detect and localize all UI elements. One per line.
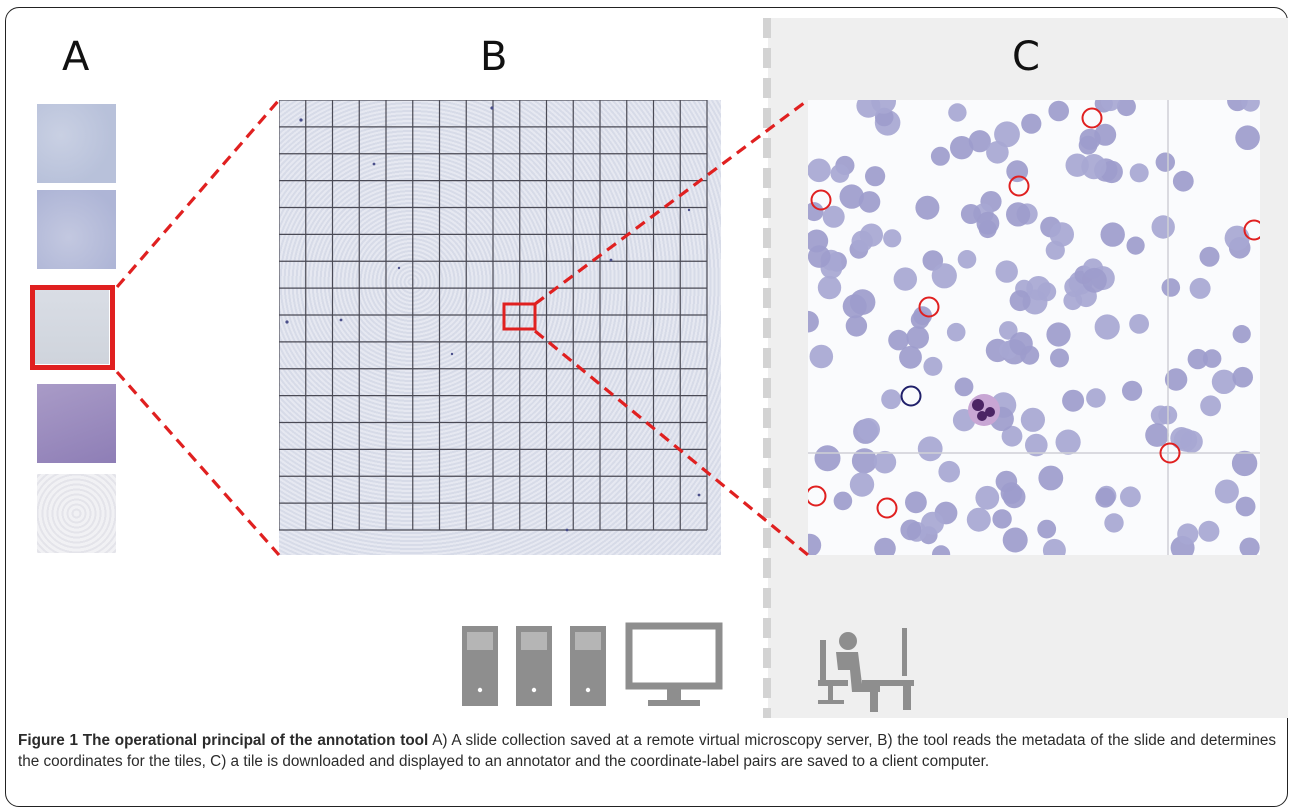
- server-tower-icon: [516, 626, 552, 706]
- selected-tile-highlight: [502, 302, 537, 331]
- annotation-marker: [918, 296, 940, 318]
- slide-thumbnail: [37, 474, 116, 553]
- panel-label-c: C: [1012, 34, 1040, 80]
- annotation-marker: [876, 497, 898, 519]
- annotation-marker: [1081, 107, 1103, 129]
- figure-label: Figure 1: [18, 732, 79, 749]
- blood-cells: [808, 100, 1260, 555]
- annotation-marker: [1008, 175, 1030, 197]
- person-at-desk-icon: [818, 628, 914, 712]
- annotation-marker: [808, 485, 827, 507]
- figure-body: A) A slide collection saved at a remote …: [18, 732, 1277, 770]
- slide-thumbnail: [37, 104, 116, 183]
- annotation-marker: [1159, 442, 1181, 464]
- annotation-marker: [900, 385, 922, 407]
- panel-label-b: B: [480, 34, 508, 80]
- tile-microscopy-image: [808, 100, 1260, 555]
- slide-thumbnail-selected: [35, 290, 109, 364]
- annotation-marker: [810, 189, 832, 211]
- monitor-icon: [625, 622, 723, 706]
- server-tower-icon: [462, 626, 498, 706]
- server-tower-icon: [570, 626, 606, 706]
- selected-slide-highlight: [30, 285, 115, 370]
- slide-thumbnail: [37, 384, 116, 463]
- annotation-marker: [1243, 219, 1260, 241]
- figure-title: The operational principal of the annotat…: [82, 732, 429, 749]
- panel-label-a: A: [62, 34, 90, 80]
- slide-thumbnail: [37, 190, 116, 269]
- figure-caption: Figure 1 The operational principal of th…: [18, 730, 1276, 772]
